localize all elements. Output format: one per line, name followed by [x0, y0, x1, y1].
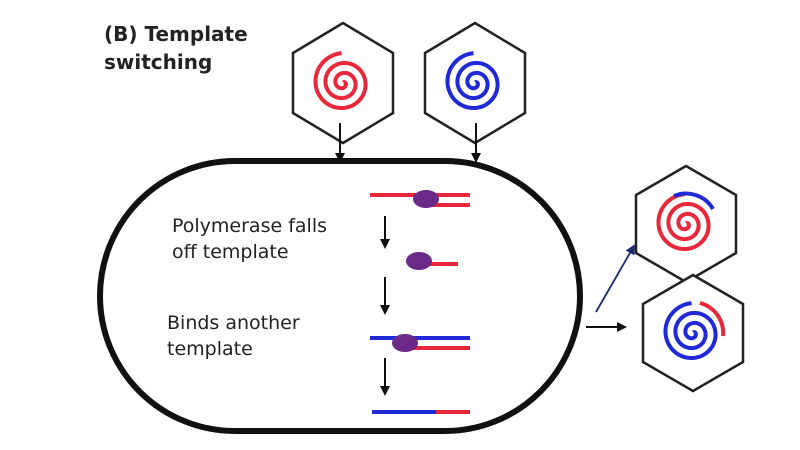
capsid-hexagon: [641, 273, 745, 393]
parent-virus-red: [291, 21, 395, 145]
label-polymerase-falls-off: Polymerase falls off template: [172, 213, 327, 265]
step-binds-blue-template: [370, 334, 470, 352]
arrow-to-top-product: [595, 244, 635, 313]
red-genome-spiral: [313, 51, 368, 110]
polymerase: [413, 190, 439, 208]
step-polymerase-fell-off: [406, 252, 458, 270]
label-line-1: Polymerase falls: [172, 215, 327, 237]
blue-genome-spiral: [663, 301, 718, 360]
label-line-2: template: [167, 338, 253, 360]
red-segment: [699, 301, 726, 337]
blue-segment: [673, 191, 715, 211]
blue-genome-spiral: [445, 51, 500, 110]
label-line-2: off template: [172, 241, 289, 263]
step-copying-red-template: [370, 190, 470, 208]
label-line-1: Binds another: [167, 312, 300, 334]
red-genome-spiral: [656, 192, 711, 251]
label-binds-another-template: Binds another template: [167, 310, 300, 362]
capsid-hexagon: [291, 21, 395, 145]
polymerase: [392, 334, 418, 352]
polymerase: [406, 252, 432, 270]
capsid-hexagon: [634, 164, 738, 284]
diagram-title: (B) Template switching: [104, 20, 284, 76]
title-line-2: switching: [104, 50, 213, 74]
progeny-virus-top: [634, 164, 738, 284]
title-line-1: (B) Template: [104, 22, 248, 46]
cell-outline: [97, 158, 583, 434]
progeny-virus-bottom: [641, 273, 745, 393]
